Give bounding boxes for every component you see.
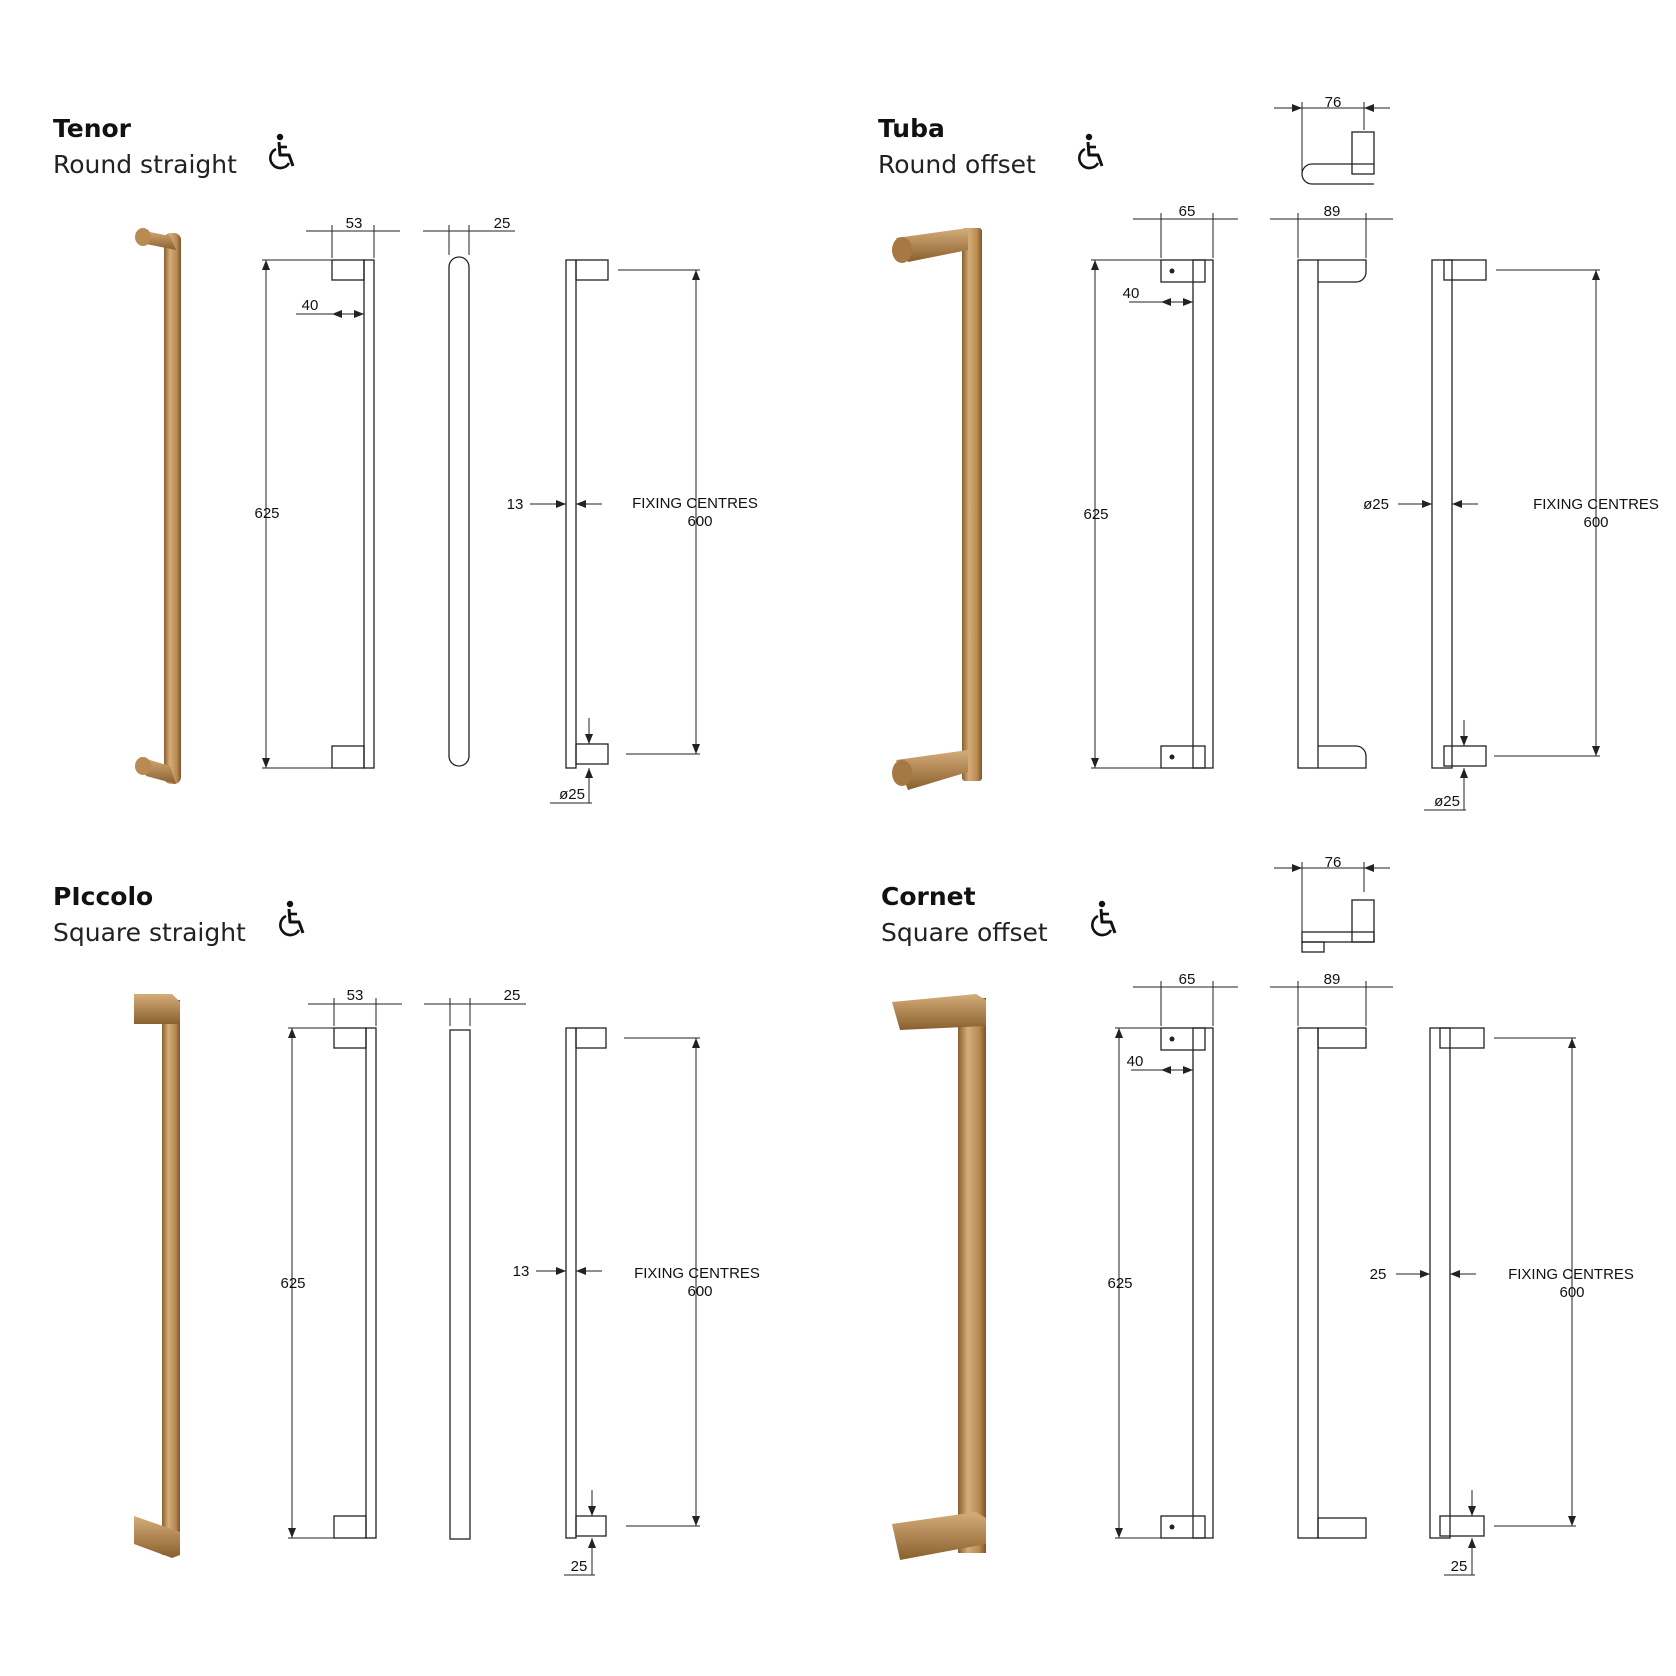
fixing-centres-value: 600 — [687, 1283, 712, 1300]
dim-inner: 40 — [1123, 285, 1140, 302]
dim-projection: 65 — [1179, 203, 1196, 220]
piccolo-fixing-view: FIXING CENTRES 600 13 25 — [513, 1027, 760, 1576]
cornet-fixing-view: FIXING CENTRES 600 25 25 — [1370, 1027, 1634, 1576]
dim-inner: 40 — [1127, 1053, 1144, 1070]
tuba-top-view: 76 — [1274, 94, 1390, 185]
product-subtitle-piccolo: Square straight — [53, 918, 246, 947]
dim-offset: 76 — [1325, 94, 1342, 111]
piccolo-render — [134, 994, 180, 1558]
dim-projection: 53 — [347, 987, 364, 1004]
wheelchair-icon — [1077, 133, 1104, 170]
product-subtitle-tuba: Round offset — [878, 150, 1036, 179]
product-title-cornet: Cornet — [881, 882, 976, 911]
fixing-centres-label: FIXING CENTRES — [634, 1265, 760, 1282]
fixing-centres-label: FIXING CENTRES — [1533, 496, 1659, 513]
product-subtitle-tenor: Round straight — [53, 150, 237, 179]
dim-offset: 76 — [1325, 854, 1342, 871]
dim-length: 625 — [1107, 1275, 1132, 1292]
dim-fixing-diameter: 25 — [1451, 1558, 1468, 1575]
tuba-render — [892, 228, 982, 790]
tenor-front-view: 25 — [423, 215, 515, 767]
dim-length: 625 — [280, 1275, 305, 1292]
tuba-side-view: 625 65 40 — [1083, 203, 1238, 769]
dim-fixing-diameter: ø25 — [1434, 793, 1460, 810]
product-title-tenor: Tenor — [53, 114, 131, 143]
wheelchair-icon — [1090, 900, 1117, 937]
dim-fixing-diameter: ø25 — [559, 786, 585, 803]
cornet-side-view: 625 65 40 — [1107, 971, 1238, 1539]
dim-length: 625 — [1083, 506, 1108, 523]
piccolo-side-view: 625 53 — [280, 987, 402, 1539]
fixing-centres-value: 600 — [687, 513, 712, 530]
tenor-side-view: 625 53 40 — [254, 215, 400, 769]
dim-fixing-diameter: 25 — [571, 1558, 588, 1575]
dim-side: 13 — [513, 1263, 530, 1280]
dim-depth: 89 — [1324, 203, 1341, 220]
dim-projection: 53 — [346, 215, 363, 232]
dim-depth: 89 — [1324, 971, 1341, 988]
cornet-render — [892, 994, 986, 1560]
cornet-front-view: 89 — [1270, 971, 1393, 1539]
fixing-centres-value: 600 — [1559, 1284, 1584, 1301]
fixing-centres-label: FIXING CENTRES — [632, 495, 758, 512]
wheelchair-icon — [268, 133, 295, 170]
tenor-fixing-view: FIXING CENTRES 600 13 ø25 — [507, 259, 758, 804]
dim-thickness: 25 — [494, 215, 511, 232]
dim-side: 13 — [507, 496, 524, 513]
product-subtitle-cornet: Square offset — [881, 918, 1048, 947]
tenor-render — [135, 228, 181, 784]
dim-side: 25 — [1370, 1266, 1387, 1283]
tuba-fixing-view: FIXING CENTRES 600 ø25 ø25 — [1363, 259, 1659, 811]
cornet-top-view: 76 — [1274, 854, 1390, 953]
wheelchair-icon — [278, 900, 305, 937]
fixing-centres-label: FIXING CENTRES — [1508, 1266, 1634, 1283]
product-title-tuba: Tuba — [878, 114, 945, 143]
dim-length: 625 — [254, 505, 279, 522]
fixing-centres-value: 600 — [1583, 514, 1608, 531]
dim-inner: 40 — [302, 297, 319, 314]
product-title-piccolo: PIccolo — [53, 882, 154, 911]
dim-diameter: ø25 — [1363, 496, 1389, 513]
dim-projection: 65 — [1179, 971, 1196, 988]
tuba-front-view: 89 — [1270, 203, 1393, 769]
dim-thickness: 25 — [504, 987, 521, 1004]
piccolo-front-view: 25 — [424, 987, 526, 1540]
